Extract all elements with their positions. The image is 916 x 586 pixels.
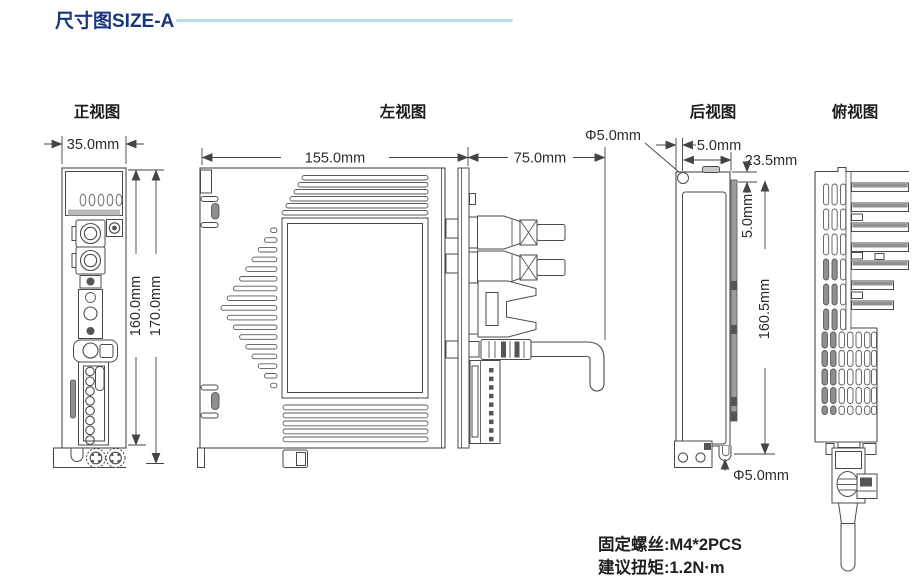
page-title: 尺寸图SIZE-A bbox=[55, 11, 175, 32]
front-height-dimensions bbox=[128, 169, 164, 465]
left-bottom-vents bbox=[282, 404, 429, 443]
top-vent-pills-lower bbox=[821, 331, 877, 415]
rear-body bbox=[674, 166, 738, 468]
front-body bbox=[61, 167, 127, 449]
top-vent-pills-upper bbox=[823, 183, 847, 331]
front-view-label: 正视图 bbox=[74, 102, 121, 121]
front-height-outer-label: 170.0mm bbox=[148, 276, 164, 336]
rear-top-offset-label: 5.0mm bbox=[740, 194, 756, 238]
note-torque: 建议扭矩:1.2N·m bbox=[598, 559, 725, 577]
rear-top-offset-dimension bbox=[732, 161, 757, 193]
front-view: 正视图 35.0mm bbox=[44, 102, 164, 469]
title-rule bbox=[176, 19, 513, 22]
motor-plug-connector-2 bbox=[468, 250, 566, 285]
rear-mount-height-label: 160.5mm bbox=[757, 279, 773, 339]
front-width-label: 35.0mm bbox=[67, 137, 119, 153]
front-width-dimension bbox=[44, 136, 144, 164]
left-feet bbox=[197, 447, 308, 468]
rear-view: 后视图 bbox=[656, 102, 797, 484]
left-cascade-vents bbox=[220, 227, 278, 389]
encoder-cable bbox=[468, 339, 605, 392]
rear-hole-offset-dimension bbox=[656, 138, 696, 171]
rear-face-width-dimension bbox=[682, 152, 732, 171]
left-connector-label: 75.0mm bbox=[514, 151, 566, 167]
rear-view-label: 后视图 bbox=[690, 102, 737, 121]
motor-plug-connector-1 bbox=[468, 215, 566, 250]
top-heatsink-fins bbox=[851, 182, 909, 310]
front-bottom-connectors bbox=[52, 447, 126, 469]
left-top-vents bbox=[281, 175, 429, 216]
front-height-inner-label: 160.0mm bbox=[128, 276, 144, 336]
left-view: 左视图 155.0mm 75.0mm Φ5.0mm bbox=[197, 102, 680, 468]
dsub-connector bbox=[468, 280, 537, 338]
rear-face-width-label: 23.5mm bbox=[745, 153, 797, 169]
mounting-notes: 固定螺丝:M4*2PCS 建议扭矩:1.2N·m bbox=[598, 534, 742, 580]
rear-hole-leader bbox=[644, 142, 680, 173]
top-view-label: 俯视图 bbox=[832, 102, 879, 121]
top-connector-cable bbox=[825, 441, 878, 572]
note-screw: 固定螺丝:M4*2PCS bbox=[598, 536, 742, 554]
left-connector-dimension bbox=[467, 147, 606, 340]
rear-mount-height-dimension bbox=[734, 180, 775, 455]
left-view-label: 左视图 bbox=[379, 102, 427, 121]
left-width-dimension bbox=[201, 147, 469, 166]
left-nameplate-panel bbox=[281, 217, 429, 399]
top-view: 俯视图 bbox=[814, 102, 909, 572]
left-width-label: 155.0mm bbox=[305, 151, 365, 167]
io-terminal-block bbox=[469, 360, 501, 444]
rear-slot-label: Φ5.0mm bbox=[733, 468, 789, 484]
rear-hole-top-label: Φ5.0mm bbox=[585, 128, 641, 144]
rear-hole-offset-label: 5.0mm bbox=[697, 138, 741, 154]
